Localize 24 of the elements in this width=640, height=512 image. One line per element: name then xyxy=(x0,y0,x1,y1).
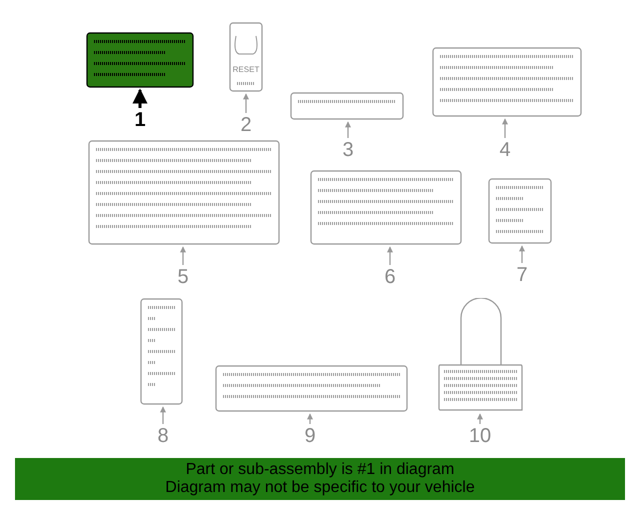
leader-arrow xyxy=(345,121,351,138)
notice-text: Diagram may not be specific to your vehicle xyxy=(164,479,476,497)
callout-number: 1 xyxy=(130,110,150,130)
leader-arrow xyxy=(502,118,508,138)
leader-arrow xyxy=(180,246,186,265)
label-text: RESET xyxy=(232,64,260,76)
callout-number: 8 xyxy=(153,426,173,446)
leader-arrow xyxy=(519,245,525,263)
callout-number: 9 xyxy=(300,426,320,446)
notice-banner xyxy=(15,458,625,500)
leader-arrow xyxy=(132,88,148,108)
callout-number: 3 xyxy=(338,140,358,160)
leader-arrow xyxy=(307,413,313,424)
callout-number: 4 xyxy=(495,140,515,160)
callout-number: 6 xyxy=(380,267,400,287)
callout-number: 2 xyxy=(236,115,256,135)
callout-number: 7 xyxy=(512,265,532,285)
leader-arrow xyxy=(160,406,166,424)
callout-number: 10 xyxy=(466,426,494,446)
notice-text: Part or sub-assembly is #1 in diagram xyxy=(184,461,456,479)
leader-arrow xyxy=(387,246,393,265)
leader-arrow xyxy=(243,93,249,113)
leader-arrow xyxy=(477,413,483,424)
callout-number: 5 xyxy=(173,267,193,287)
